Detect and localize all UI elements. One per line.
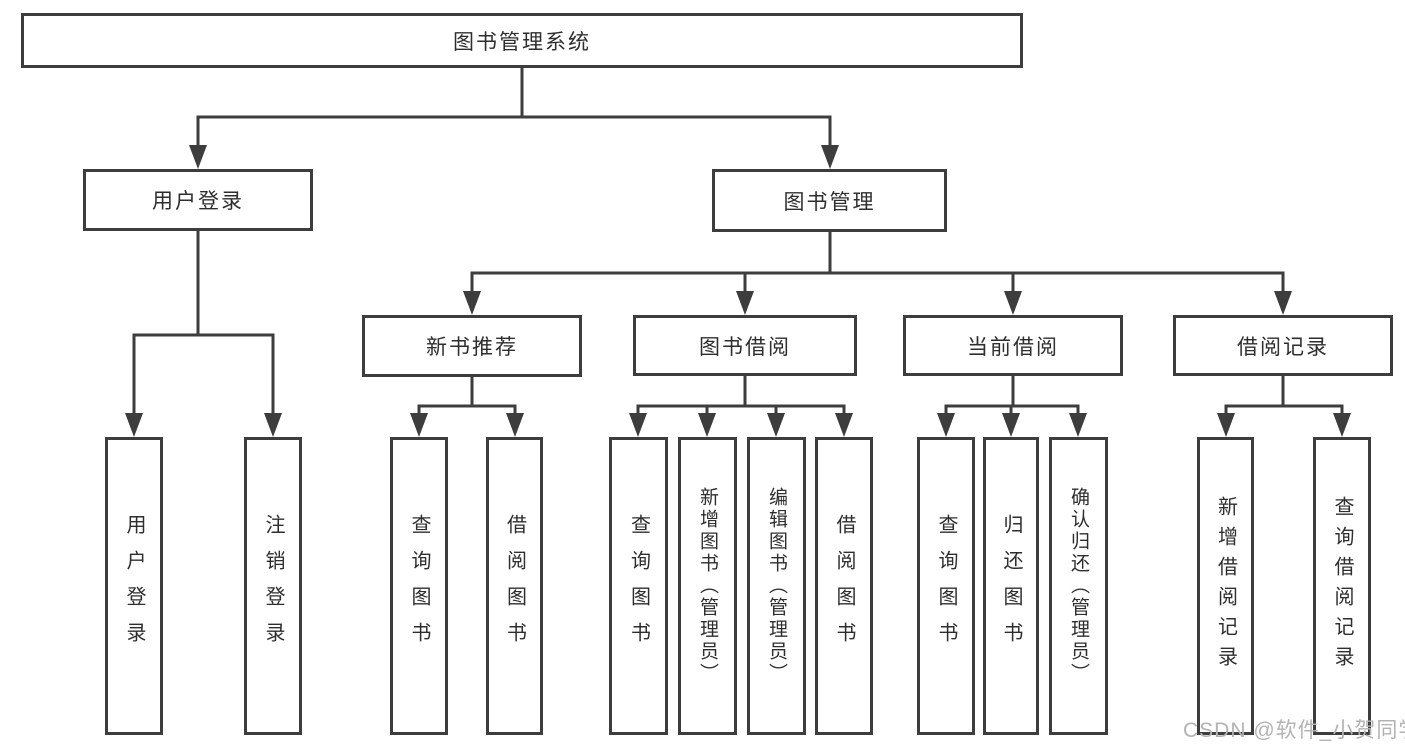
node-label: 图书管理 [783, 190, 876, 214]
leaf-label: 新增借阅记录 [1214, 496, 1237, 676]
leaf-label: 新增图书（管理员） [697, 487, 718, 685]
node-book-management: 图书管理 [712, 169, 947, 232]
leaf-label: 注销登录 [262, 514, 284, 658]
leaf-query-books-1: 查询图书 [390, 437, 448, 735]
leaf-logout: 注销登录 [244, 437, 302, 735]
node-book-borrow: 图书借阅 [633, 315, 857, 376]
leaf-query-books-2: 查询图书 [609, 437, 668, 735]
node-label: 图书借阅 [699, 335, 791, 359]
node-borrow-records: 借阅记录 [1173, 315, 1393, 376]
leaf-label: 编辑图书（管理员） [766, 487, 787, 685]
node-current-borrow: 当前借阅 [903, 315, 1123, 376]
leaf-add-borrow-record: 新增借阅记录 [1197, 437, 1254, 735]
arrowhead-icons [125, 145, 1351, 437]
node-label: 图书管理系统 [453, 30, 591, 54]
leaf-label: 归还图书 [1000, 514, 1022, 658]
node-label: 用户登录 [152, 190, 244, 213]
node-user-login: 用户登录 [83, 169, 313, 231]
leaf-query-borrow-record: 查询借阅记录 [1313, 437, 1371, 735]
leaf-edit-books-admin: 编辑图书（管理员） [747, 437, 806, 735]
leaf-add-books-admin: 新增图书（管理员） [678, 437, 737, 735]
leaf-label: 查询图书 [935, 514, 957, 658]
node-new-book-recommend: 新书推荐 [362, 315, 582, 377]
csdn-watermark: CSDN @软件_小贺同学 [1183, 719, 1405, 742]
leaf-label: 查询借阅记录 [1331, 496, 1353, 676]
leaf-label: 借阅图书 [503, 514, 526, 658]
leaf-borrow-books-2: 借阅图书 [815, 437, 873, 735]
node-label: 借阅记录 [1237, 335, 1329, 359]
node-root-system: 图书管理系统 [21, 13, 1023, 68]
leaf-query-books-3: 查询图书 [917, 437, 975, 735]
leaf-label: 查询图书 [627, 514, 650, 658]
node-label: 新书推荐 [426, 336, 518, 359]
leaf-label: 查询图书 [408, 514, 430, 658]
leaf-label: 借阅图书 [833, 514, 855, 658]
leaf-user-login: 用户登录 [105, 437, 163, 735]
leaf-label: 确认归还（管理员） [1068, 487, 1089, 685]
leaf-return-books: 归还图书 [983, 437, 1039, 735]
leaf-borrow-books-1: 借阅图书 [486, 437, 543, 735]
leaf-confirm-return-admin: 确认归还（管理员） [1049, 437, 1108, 735]
leaf-label: 用户登录 [123, 514, 145, 658]
node-label: 当前借阅 [967, 335, 1059, 359]
